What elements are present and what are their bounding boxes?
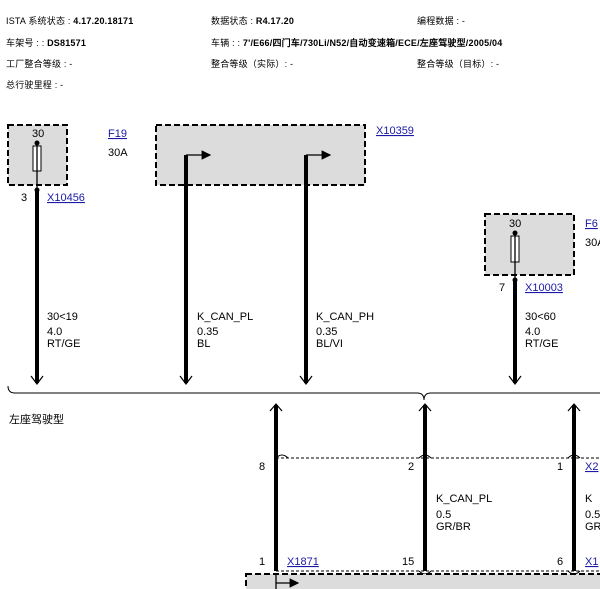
wire-label-30-60: 30<60 4.0 RT/GE: [525, 311, 558, 350]
header-programming-data: 编程数据 : -: [417, 16, 466, 26]
svg-text:BL: BL: [197, 338, 210, 350]
header-vin: 车架号 : : DS81571: [6, 38, 87, 48]
svg-text:RT/GE: RT/GE: [525, 338, 558, 350]
header-vehicle: 车辆 : : 7'/E66/四门车/730Li/N52/自动变速箱/ECE/左座…: [211, 38, 503, 48]
wire-end-arrow-2: [179, 375, 193, 385]
header-data-status: 数据状态 : R4.17.20: [211, 16, 295, 26]
lower-pin-bottom-1: 1: [259, 556, 265, 568]
variant-brace: [7, 385, 600, 401]
header-factory-level: 工厂整合等级 : -: [6, 59, 73, 69]
svg-text:GR: GR: [585, 521, 600, 533]
svg-text:K_CAN_PL: K_CAN_PL: [197, 311, 253, 323]
svg-text:GR/BR: GR/BR: [436, 521, 471, 533]
svg-text:30<60: 30<60: [525, 311, 556, 323]
header-level-actual: 整合等级（实际）: -: [211, 59, 294, 69]
connector-x1-link[interactable]: X1: [585, 556, 598, 568]
wire-label-30-19: 30<19 4.0 RT/GE: [47, 311, 80, 350]
connector-x10456-link[interactable]: X10456: [47, 192, 85, 204]
svg-text:0.5: 0.5: [436, 509, 451, 521]
fuse-f6-box: [484, 213, 575, 276]
lower-pin-top-3: 1: [557, 461, 563, 473]
svg-text:0.5: 0.5: [585, 509, 600, 521]
fuse-f6-rating: 30A: [585, 237, 600, 249]
variant-note-lhd: 左座驾驶型: [9, 412, 64, 426]
svg-text:0.35: 0.35: [197, 326, 218, 338]
lower-arrow-1: [269, 403, 283, 412]
fuse-f6-pin-top: 30: [509, 218, 521, 230]
header-mileage: 总行驶里程 : -: [6, 80, 64, 90]
fuse-f19-name-link[interactable]: F19: [108, 128, 127, 140]
svg-text:K_CAN_PH: K_CAN_PH: [316, 311, 374, 323]
lower-pin-bottom-3: 6: [557, 556, 563, 568]
svg-text:RT/GE: RT/GE: [47, 338, 80, 350]
corner-curve-1: [275, 454, 289, 459]
wire-label-k-can-ph: K_CAN_PH 0.35 BL/VI: [316, 311, 374, 350]
fuse-f6-name-link[interactable]: F6: [585, 218, 598, 230]
svg-text:30<19: 30<19: [47, 311, 78, 323]
header-ista-status: ISTA 系统状态 : 4.17.20.18171: [6, 16, 134, 26]
corner-curve-3: [567, 454, 581, 459]
header-level-target: 整合等级（目标）: -: [417, 59, 500, 69]
fuse-f6-pin-bottom: 7: [499, 282, 505, 294]
header-info: ISTA 系统状态 : 4.17.20.18171 数据状态 : R4.17.2…: [0, 0, 600, 100]
svg-text:0.35: 0.35: [316, 326, 337, 338]
lower-arrow-2: [418, 403, 432, 412]
connector-x1871-link[interactable]: X1871: [287, 556, 319, 568]
fuse-f19-pin-top: 30: [32, 128, 44, 140]
connector-x10003-link[interactable]: X10003: [525, 282, 563, 294]
svg-text:K: K: [585, 493, 593, 505]
connector-x2-link[interactable]: X2: [585, 461, 598, 473]
corner-curve-2: [418, 454, 432, 459]
svg-text:K_CAN_PL: K_CAN_PL: [436, 493, 492, 505]
wire-label-lower-k-can-pl: K_CAN_PL 0.5 GR/BR: [436, 493, 492, 533]
wire-end-arrow-4: [508, 375, 522, 385]
svg-text:4.0: 4.0: [525, 326, 540, 338]
fuse-f19-rating: 30A: [108, 147, 128, 159]
wire-label-lower-right: K 0.5 GR: [585, 493, 600, 533]
lower-pin-top-1: 8: [259, 461, 265, 473]
bottom-module-box: [245, 573, 600, 589]
lower-arrow-3: [567, 403, 581, 412]
wire-end-arrow-3: [299, 375, 313, 385]
wire-label-k-can-pl: K_CAN_PL 0.35 BL: [197, 311, 253, 350]
lower-pin-bottom-2: 15: [402, 556, 414, 568]
svg-text:BL/VI: BL/VI: [316, 338, 343, 350]
wire-end-arrow-1: [30, 375, 44, 385]
lower-pin-top-2: 2: [408, 461, 414, 473]
fuse-f19-pin-bottom: 3: [21, 192, 27, 204]
connector-x10359-link[interactable]: X10359: [376, 125, 414, 137]
svg-text:4.0: 4.0: [47, 326, 62, 338]
